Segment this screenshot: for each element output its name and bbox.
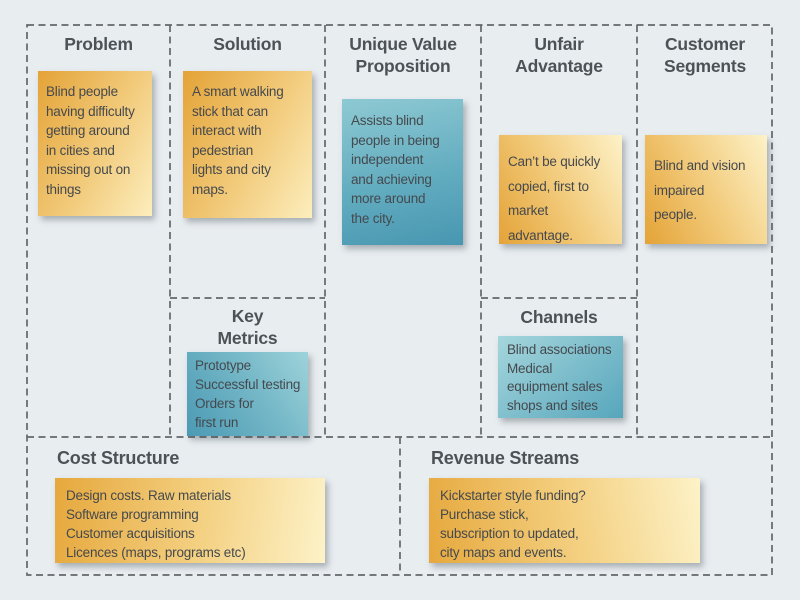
sticky-note-channels: Blind associations Medical equipment sal… — [498, 336, 623, 418]
section-title-channels: Channels — [520, 307, 598, 327]
sticky-note-solution: A smart walking stick that can interact … — [183, 71, 312, 218]
sticky-note-key-metrics: Prototype Successful testing Orders for … — [187, 352, 308, 436]
sticky-note-problem: Blind people having difficulty getting a… — [38, 71, 152, 216]
section-title-unfair-advantage: Unfair Advantage — [515, 34, 603, 76]
section-title-problem: Problem — [64, 34, 133, 54]
sticky-note-unique-value-proposition: Assists blind people in being independen… — [342, 99, 463, 245]
canvas-outer-border — [26, 24, 773, 576]
sticky-note-cost-structure: Design costs. Raw materials Software pro… — [55, 478, 325, 563]
section-title-unique-value-proposition: Unique Value Proposition — [349, 34, 457, 76]
section-title-revenue-streams: Revenue Streams — [431, 448, 580, 468]
sticky-note-customer-segments: Blind and vision impaired people. — [645, 135, 767, 244]
sticky-note-revenue-streams: Kickstarter style funding? Purchase stic… — [429, 478, 700, 563]
sticky-note-unfair-advantage: Can’t be quickly copied, first to market… — [499, 135, 622, 244]
section-title-key-metrics: Key Metrics — [217, 306, 278, 348]
section-title-solution: Solution — [213, 34, 282, 54]
section-title-customer-segments: Customer Segments — [663, 34, 747, 76]
section-title-cost-structure: Cost Structure — [57, 448, 180, 468]
